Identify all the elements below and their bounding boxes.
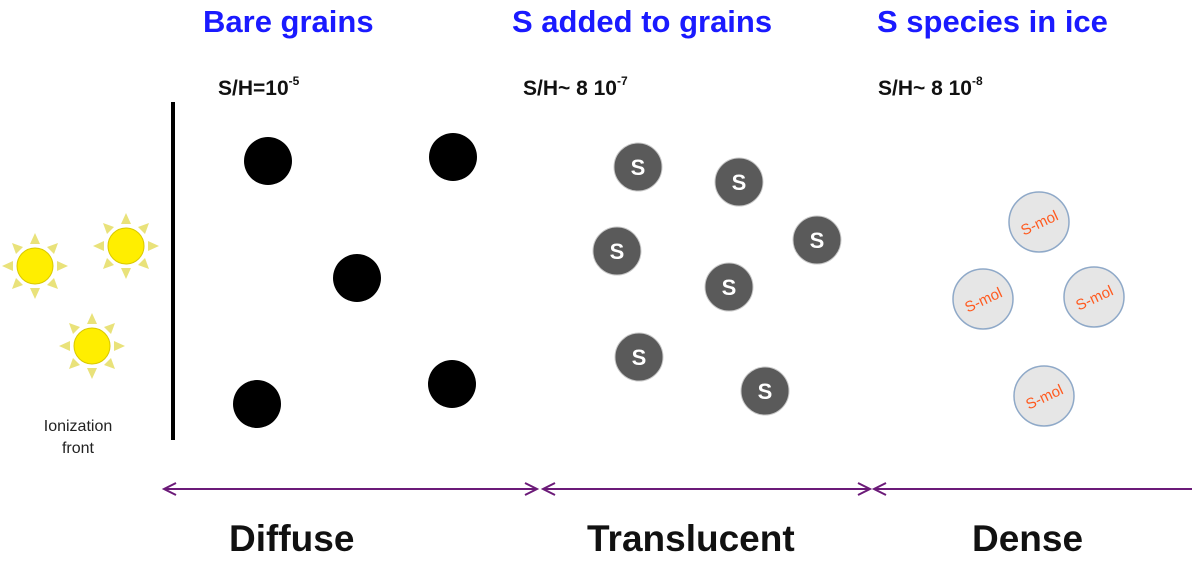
s-grain: S <box>792 215 842 265</box>
front-label-line1: Ionization <box>43 418 113 435</box>
s-grain: S <box>714 157 764 207</box>
double-arrow-icon <box>871 482 1192 496</box>
s-grain-label: S <box>631 155 646 180</box>
sun-icon <box>1 232 69 300</box>
s-grain-label: S <box>610 239 625 264</box>
s-grain-label: S <box>732 170 747 195</box>
region-diffuse: Diffuse <box>229 518 355 559</box>
double-arrow-icon <box>540 482 873 496</box>
s-grain-label: S <box>758 379 773 404</box>
bare-grain <box>333 254 381 302</box>
ice-grain: S-mol <box>952 268 1014 330</box>
bare-grain <box>428 360 476 408</box>
ice-grain: S-mol <box>1008 191 1070 253</box>
ratio-dense: S/H~ 8 10-8 <box>878 74 983 100</box>
ionization-front-label: Ionization front <box>18 416 138 460</box>
ice-grain: S-mol <box>1063 266 1125 328</box>
title-s-added-to-grains: S added to grains <box>512 4 773 39</box>
region-translucent: Translucent <box>587 518 795 559</box>
s-grain: S <box>740 366 790 416</box>
s-grain-label: S <box>810 228 825 253</box>
s-grain-label: S <box>722 275 737 300</box>
ratio-diffuse: S/H=10-5 <box>218 74 300 100</box>
ice-grain: S-mol <box>1013 365 1075 427</box>
front-label-line2: front <box>61 440 94 457</box>
s-grain-label: S <box>632 345 647 370</box>
double-arrow-icon <box>161 482 540 496</box>
region-dense: Dense <box>972 518 1084 559</box>
s-grain: S <box>613 142 663 192</box>
bare-grain <box>244 137 292 185</box>
s-grain: S <box>614 332 664 382</box>
sun-icon <box>92 212 160 280</box>
ratio-translucent: S/H~ 8 10-7 <box>523 74 628 100</box>
title-s-species-in-ice: S species in ice <box>877 4 1108 39</box>
title-bare-grains: Bare grains <box>203 4 374 39</box>
sun-icon <box>58 312 126 380</box>
bare-grain <box>429 133 477 181</box>
s-grain: S <box>592 226 642 276</box>
s-grain: S <box>704 262 754 312</box>
bare-grain <box>233 380 281 428</box>
